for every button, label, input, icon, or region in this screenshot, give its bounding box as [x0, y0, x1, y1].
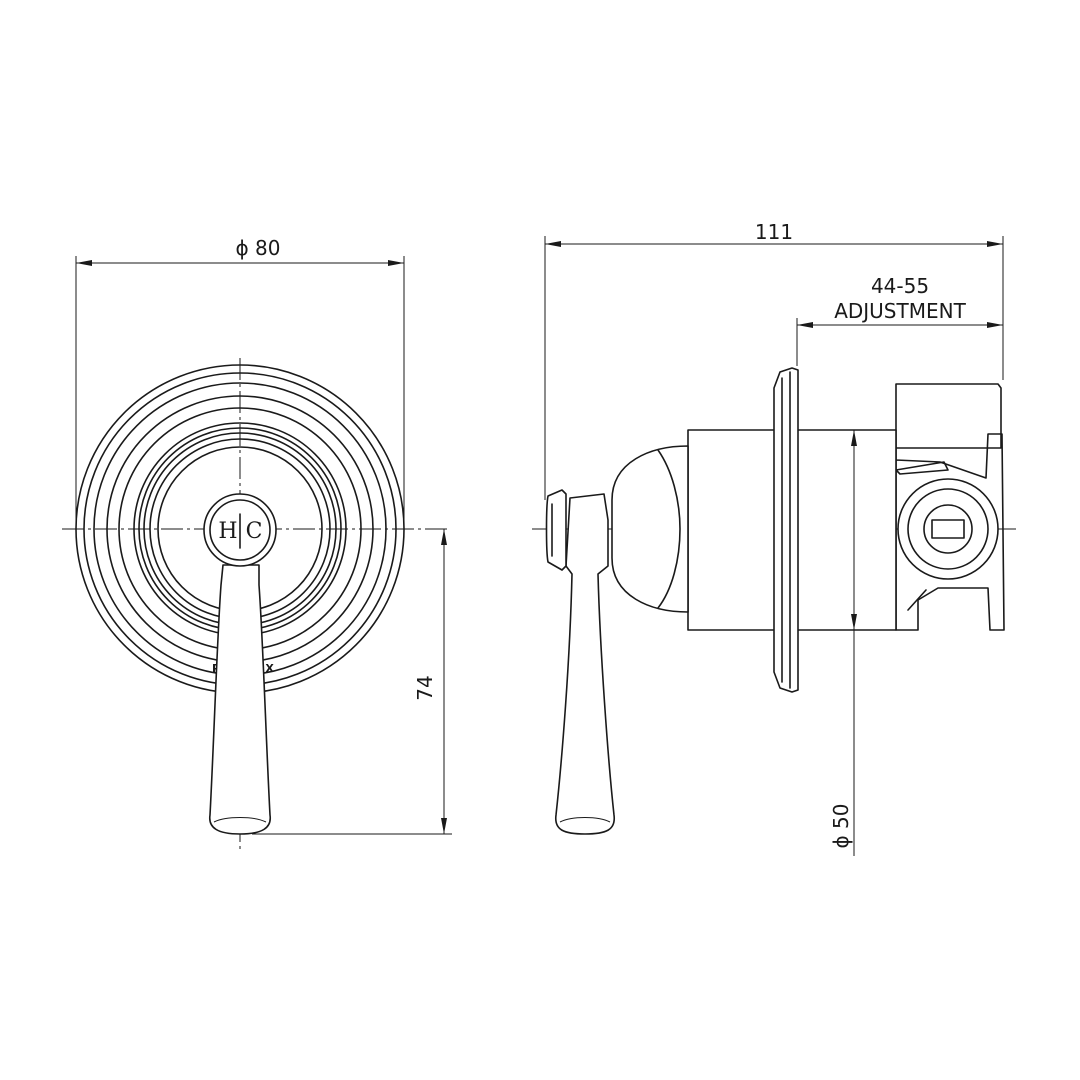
adjustment-dimension: 44-55 ADJUSTMENT	[796, 274, 1003, 366]
front-lever-tip-line	[213, 817, 267, 823]
diameter-80-label: ϕ 80	[236, 236, 281, 260]
side-lever-tip-line	[559, 817, 611, 823]
adjustment-value-label: 44-55	[871, 274, 929, 298]
length-111-dimension: 111	[544, 220, 1004, 500]
adjustment-text-label: ADJUSTMENT	[834, 299, 966, 323]
dome-shade-line	[657, 449, 681, 609]
front-lever-handle	[209, 564, 271, 835]
handle-hub: H C	[203, 493, 277, 567]
wall-plate-side	[773, 367, 799, 693]
length-111-label: 111	[755, 220, 793, 244]
diameter-50-dimension: ϕ 50	[829, 430, 857, 856]
diameter-80-dimension: ϕ 80	[75, 236, 405, 530]
hot-marking: H	[218, 519, 237, 544]
front-view: PHOENIX H C ϕ 80 74	[62, 236, 452, 850]
dome-cover	[611, 445, 689, 613]
height-74-label: 74	[413, 675, 437, 700]
lever-cap	[545, 489, 567, 571]
diameter-50-label: ϕ 50	[829, 804, 853, 849]
valve-body	[895, 383, 1005, 631]
side-view: 111 44-55 ADJUSTMENT ϕ 50	[532, 220, 1018, 856]
cold-marking: C	[246, 519, 263, 544]
height-74-dimension: 74	[252, 529, 452, 835]
side-lever-handle	[555, 493, 615, 835]
